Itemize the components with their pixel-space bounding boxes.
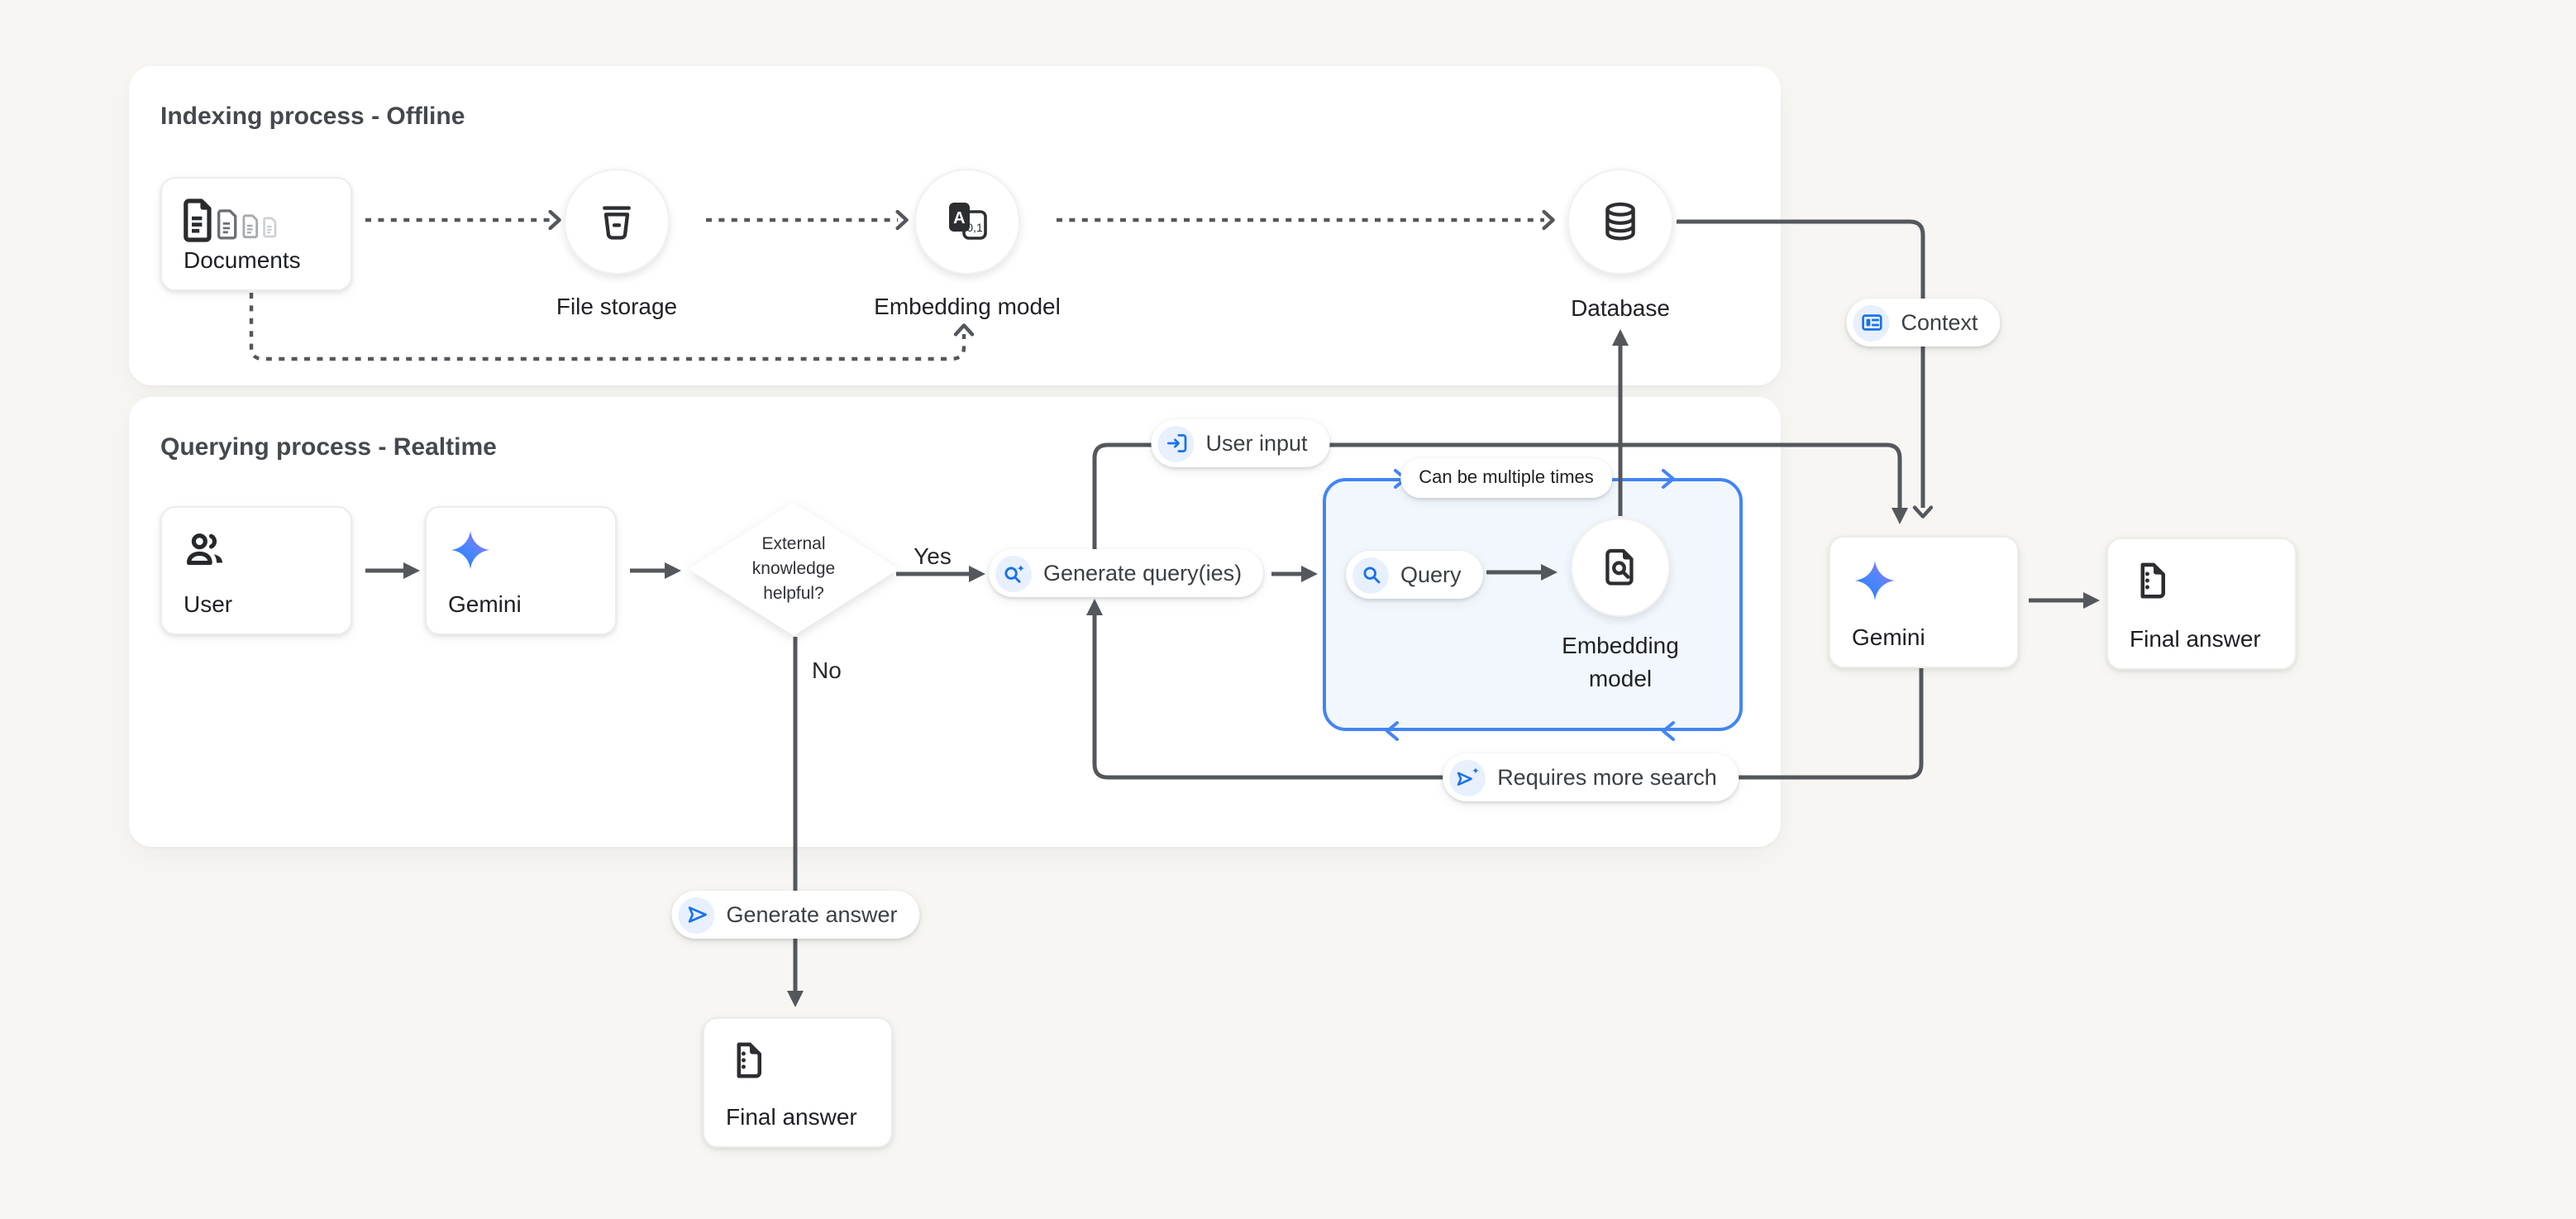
final-answer-bottom-node: Final answer — [703, 1017, 893, 1148]
embedding-query-line-2: model — [1513, 662, 1728, 695]
final-answer-right-label: Final answer — [2130, 625, 2273, 652]
send-sparkle-icon — [1449, 759, 1486, 796]
translate-embedding-icon: 0,1 A — [944, 198, 990, 245]
decision-line-3: helpful? — [763, 581, 824, 606]
user-label: User — [184, 590, 329, 617]
query-pill: Query — [1346, 551, 1483, 599]
user-input-pill: User input — [1151, 419, 1329, 467]
generate-queries-label: Generate query(ies) — [1043, 561, 1242, 586]
generate-answer-pill: Generate answer — [671, 891, 918, 939]
generate-queries-pill: Generate query(ies) — [989, 549, 1263, 597]
gemini-node: Gemini — [425, 506, 617, 635]
decision-text: External knowledge helpful? — [691, 503, 896, 635]
gemini-label: Gemini — [448, 590, 594, 617]
embedding-model-query-node — [1571, 518, 1670, 617]
can-be-multiple-times-pill: Can be multiple times — [1400, 458, 1612, 498]
documents-node: Documents — [160, 177, 352, 291]
file-storage-label: File storage — [556, 289, 677, 323]
gemini-sparkle-icon — [448, 528, 493, 572]
database-cylinder-icon — [1599, 200, 1642, 243]
user-input-label: User input — [1205, 431, 1307, 456]
final-answer-bottom-label: Final answer — [726, 1103, 870, 1130]
context-pill: Context — [1846, 299, 1999, 347]
decision-line-2: knowledge — [752, 557, 835, 581]
embedding-model-query-label: Embedding model — [1513, 629, 1728, 695]
embedding-model-node: 0,1 A — [914, 169, 1020, 275]
decision-line-1: External — [761, 532, 825, 557]
requires-more-search-label: Requires more search — [1497, 765, 1717, 790]
no-label: No — [812, 657, 842, 683]
search-sparkle-icon — [995, 555, 1032, 591]
file-storage-node — [564, 169, 670, 275]
document-stack-icon — [184, 198, 283, 243]
decision-external-knowledge: External knowledge helpful? — [691, 503, 896, 635]
can-be-multiple-times-label: Can be multiple times — [1419, 468, 1594, 488]
document-dotted-icon — [726, 1039, 769, 1082]
embedding-query-line-1: Embedding — [1513, 629, 1728, 662]
gemini-right-label: Gemini — [1852, 624, 1996, 650]
context-pill-label: Context — [1901, 310, 1977, 335]
document-search-icon — [1599, 546, 1642, 589]
gemini-right-node: Gemini — [1829, 536, 2019, 668]
embedding-model-label: Embedding model — [874, 289, 1061, 323]
documents-label: Documents — [184, 246, 329, 273]
login-arrow-icon — [1157, 425, 1194, 461]
people-icon — [184, 528, 228, 572]
database-label: Database — [1571, 291, 1670, 324]
database-node — [1567, 169, 1673, 275]
search-icon — [1352, 557, 1389, 593]
article-icon — [1853, 304, 1889, 341]
svg-text:A: A — [953, 209, 965, 227]
storage-bucket-icon — [595, 200, 638, 243]
generate-answer-label: Generate answer — [726, 902, 897, 927]
send-icon — [678, 896, 714, 933]
yes-label: Yes — [914, 543, 952, 569]
user-node: User — [160, 506, 352, 635]
indexing-panel-title: Indexing process - Offline — [160, 103, 465, 131]
querying-panel-title: Querying process - Realtime — [160, 433, 497, 461]
query-pill-label: Query — [1400, 562, 1462, 587]
gemini-sparkle-icon — [1852, 557, 1898, 604]
final-answer-right-node: Final answer — [2106, 538, 2297, 670]
document-dotted-icon — [2130, 559, 2173, 602]
requires-more-search-pill: Requires more search — [1443, 753, 1739, 801]
